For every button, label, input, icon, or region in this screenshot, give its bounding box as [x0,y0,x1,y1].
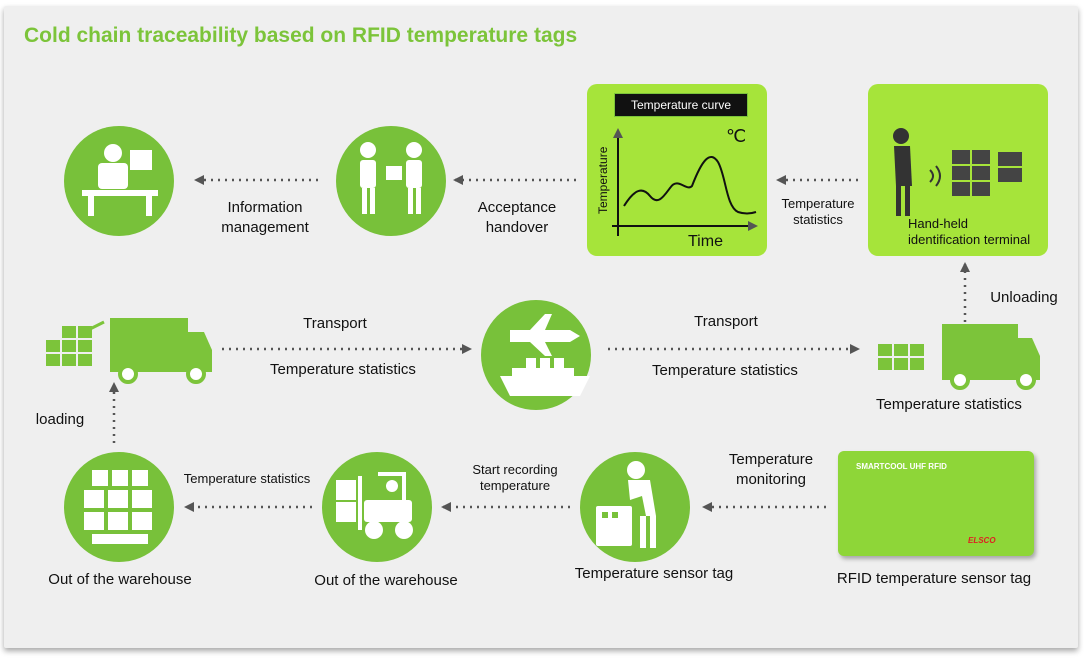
temperature-axis-label: Temperature [596,146,610,214]
label-unloading: Unloading [990,289,1058,306]
label-transport-right: Transport [694,313,758,330]
label-temperature-statistics-bottom: Temperature statistics [183,471,311,486]
plane-ship-glyph [500,314,590,396]
label-temperature-statistics-top: Temperature statistics [781,196,855,227]
rfid-tag-card [838,451,1034,556]
label-temperature-monitoring: Temperature monitoring [728,451,814,488]
label-transport-left: Transport [303,315,367,332]
label-handheld-terminal: Hand-held identification terminal [908,216,1031,247]
handover-glyph [360,142,422,214]
label-temperature-statistics-truck: Temperature statistics [876,396,1022,413]
acceptance-handover-icon [336,126,446,236]
label-loading: loading [35,411,85,428]
handheld-scene-glyph [893,128,1022,216]
desk-worker-glyph [82,144,158,216]
label-out-of-warehouse-1: Out of the warehouse [48,571,192,588]
label-temperature-statistics-right: Temperature statistics [652,362,798,379]
right-truck-icon [878,324,1040,390]
left-truck-icon [46,318,212,384]
temperature-chart [612,128,758,236]
temperature-curve-line [623,156,757,215]
rfid-card-label: SMARTCOOL UHF RFID [856,462,947,471]
page-title: Cold chain traceability based on RFID te… [24,24,578,47]
temperature-unit: ℃ [726,126,746,146]
worker-glyph [596,461,656,548]
label-temperature-sensor-tag: Temperature sensor tag [574,565,734,582]
forklift-glyph [336,472,413,539]
label-temperature-statistics-left: Temperature statistics [270,361,416,378]
label-rfid-sensor-tag: RFID temperature sensor tag [836,570,1032,587]
rfid-card-brand: ELSCO [968,536,996,545]
temperature-curve-header: Temperature curve [614,93,748,117]
label-information-management: Information management [221,199,309,236]
boxes-glyph [84,470,152,544]
time-axis-label: Time [688,233,723,250]
label-acceptance-handover: Acceptance handover [477,199,557,236]
label-out-of-warehouse-2: Out of the warehouse [314,572,458,589]
label-start-recording: Start recording temperature [472,462,558,493]
